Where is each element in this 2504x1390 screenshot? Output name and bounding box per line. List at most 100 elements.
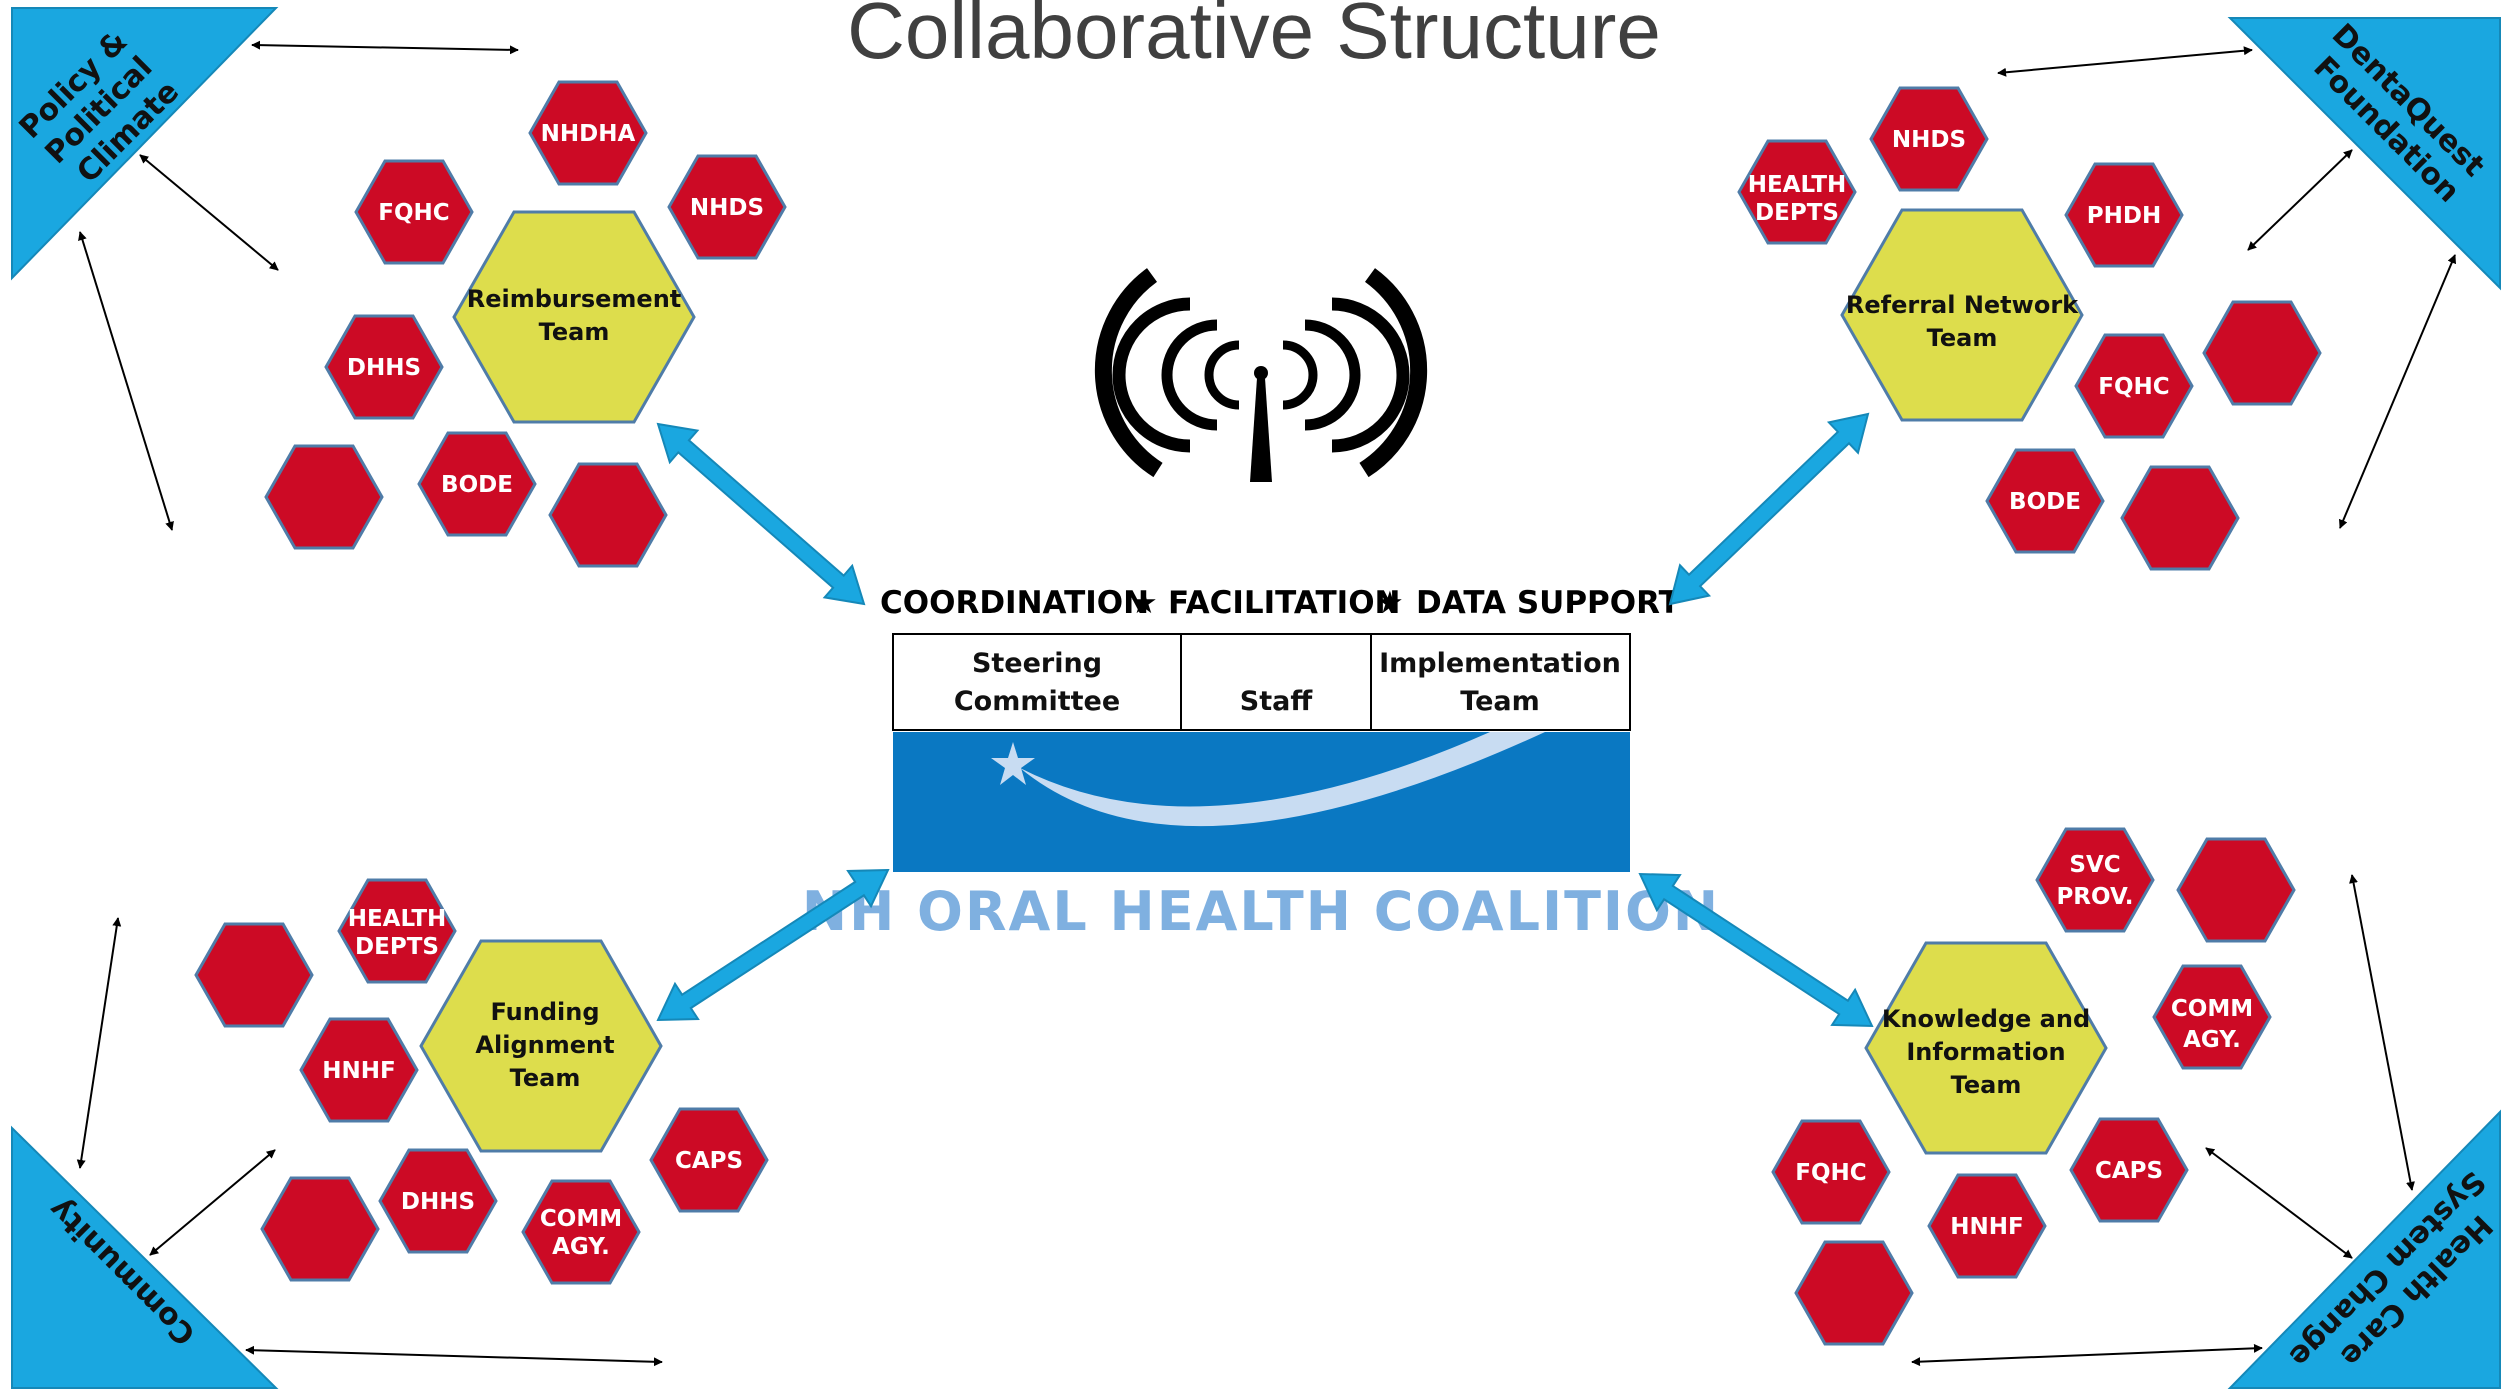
staff-box [1180, 633, 1372, 731]
org-hexagon-bode: BODE [1985, 448, 2105, 554]
svg-text:DHHS: DHHS [347, 355, 421, 381]
svg-text:NHDS: NHDS [690, 195, 764, 221]
steering-committee-box [892, 633, 1182, 731]
org-hexagon-nhdha: NHDHA [528, 80, 648, 186]
star-icon: ★ [1130, 585, 1158, 621]
org-hexagon-empty [1794, 1240, 1914, 1346]
org-hexagon-hnhf: HNHF [1927, 1173, 2047, 1279]
star-icon: ★ [1376, 585, 1404, 621]
banner-coordination: COORDINATION [880, 585, 1149, 621]
svg-text:HNHF: HNHF [1950, 1214, 2023, 1240]
banner-data-support: DATA SUPPORT [1416, 585, 1680, 621]
steering-label-line2: Committee [954, 686, 1120, 717]
thin-arrow [149, 1149, 276, 1256]
svg-text:FQHC: FQHC [2098, 374, 2169, 400]
thin-arrow [139, 154, 279, 271]
svg-text:CAPS: CAPS [675, 1148, 743, 1174]
org-hexagon-hnhf: HNHF [299, 1017, 419, 1123]
thin-arrows [76, 40, 2457, 1367]
svg-text:NHDS: NHDS [1892, 127, 1966, 153]
connector-arrows [656, 412, 1874, 1028]
org-hexagon-fqhc: FQHC [2074, 333, 2194, 439]
svg-text:NHDHA: NHDHA [541, 121, 636, 147]
org-hexagon-nhds: NHDS [667, 154, 787, 260]
thin-arrow [2349, 874, 2415, 1191]
org-hexagon-empty [194, 922, 314, 1028]
org-hexagon-empty [264, 444, 384, 550]
thin-arrow [251, 40, 519, 55]
corner-policy-political-climate: Policy & Political Climate [11, 7, 279, 281]
svg-text:FQHC: FQHC [1795, 1160, 1866, 1186]
thin-arrow [2338, 254, 2457, 529]
connector-arrow-funding [656, 868, 890, 1022]
thin-arrow [2247, 149, 2353, 251]
role-boxes: Steering Committee Staff Implementation … [892, 633, 1631, 731]
connector-arrow-knowledge [1638, 872, 1874, 1028]
thin-arrow [1997, 46, 2253, 77]
org-hexagon-dhhs: DHHS [324, 314, 444, 420]
svg-text:BODE: BODE [2009, 489, 2081, 515]
connector-arrow-reimbursement [656, 422, 866, 606]
org-hexagon-empty [548, 462, 668, 568]
thin-arrow [2205, 1147, 2353, 1259]
implementation-team-box [1370, 633, 1631, 731]
org-hexagon-bode: BODE [417, 431, 537, 537]
svg-text:BODE: BODE [441, 472, 513, 498]
connector-arrow-referral [1668, 412, 1870, 606]
thin-arrow [76, 917, 122, 1169]
org-hexagon-fqhc: FQHC [354, 159, 474, 265]
svg-text:PHDH: PHDH [2087, 203, 2161, 229]
org-hexagon-empty [2202, 300, 2322, 406]
thin-arrow [1911, 1343, 2263, 1367]
org-hexagon-caps: CAPS [649, 1107, 769, 1213]
svg-text:CAPS: CAPS [2095, 1158, 2163, 1184]
thin-arrow [245, 1345, 663, 1367]
banner-facilitation: FACILITATION [1168, 585, 1401, 621]
svg-text:DHHS: DHHS [401, 1189, 475, 1215]
org-hexagon-caps: CAPS [2069, 1117, 2189, 1223]
page-title: Collaborative Structure [847, 0, 1661, 75]
logo-star-icon [991, 742, 1035, 785]
org-hexagon-fqhc: FQHC [1771, 1119, 1891, 1225]
implementation-label-line1: Implementation [1379, 648, 1621, 679]
org-hexagon-nhds: NHDS [1869, 86, 1989, 192]
org-hexagon-empty [260, 1176, 380, 1282]
svg-text:HNHF: HNHF [322, 1058, 395, 1084]
broadcast-antenna-icon [1094, 268, 1428, 482]
org-hexagon-phdh: PHDH [2064, 162, 2184, 268]
corner-community: Community [11, 1125, 279, 1389]
logo-name: NH ORAL HEALTH COALITION [802, 880, 1720, 943]
coordination-banner: COORDINATION ★ FACILITATION ★ DATA SUPPO… [880, 585, 1680, 621]
org-hexagon-empty [2176, 837, 2296, 943]
logo-swoosh [1020, 732, 1545, 827]
org-hexagon-dhhs: DHHS [378, 1148, 498, 1254]
staff-label: Staff [1240, 686, 1314, 717]
corner-dentaquest-foundation: DentaQuest Foundation [2227, 17, 2501, 291]
svg-text:FQHC: FQHC [378, 200, 449, 226]
implementation-label-line2: Team [1460, 686, 1540, 717]
org-hexagon-empty [2120, 465, 2240, 571]
